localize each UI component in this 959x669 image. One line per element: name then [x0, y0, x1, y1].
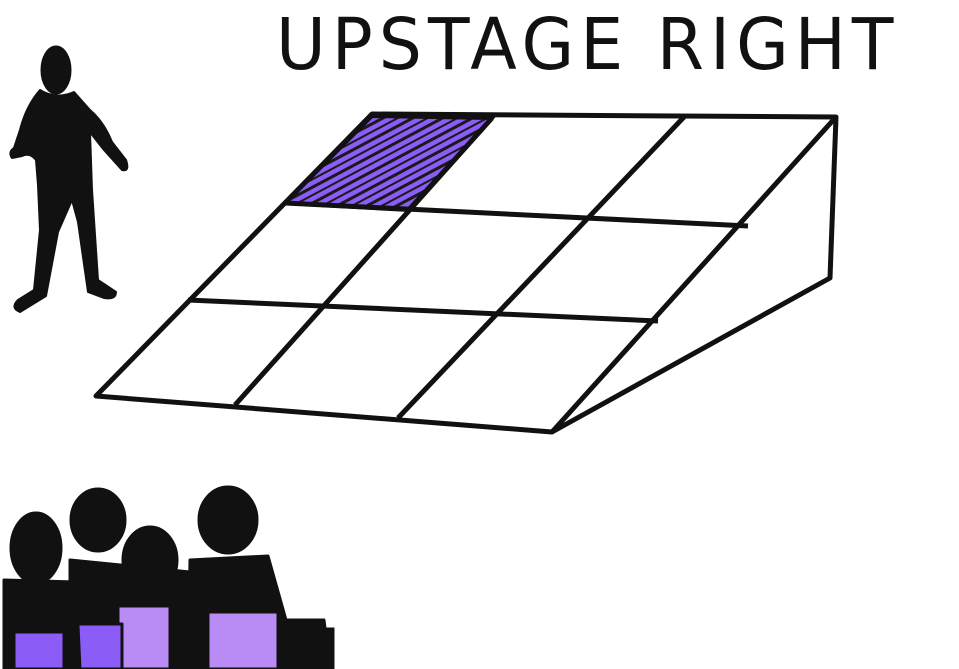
stage-surface	[96, 114, 836, 432]
actor-figure	[10, 46, 127, 312]
upstage-right-cell	[285, 116, 492, 210]
grid-row-line-1	[285, 203, 748, 226]
audience-figures	[4, 486, 334, 669]
grid-row-line-2	[188, 300, 658, 321]
